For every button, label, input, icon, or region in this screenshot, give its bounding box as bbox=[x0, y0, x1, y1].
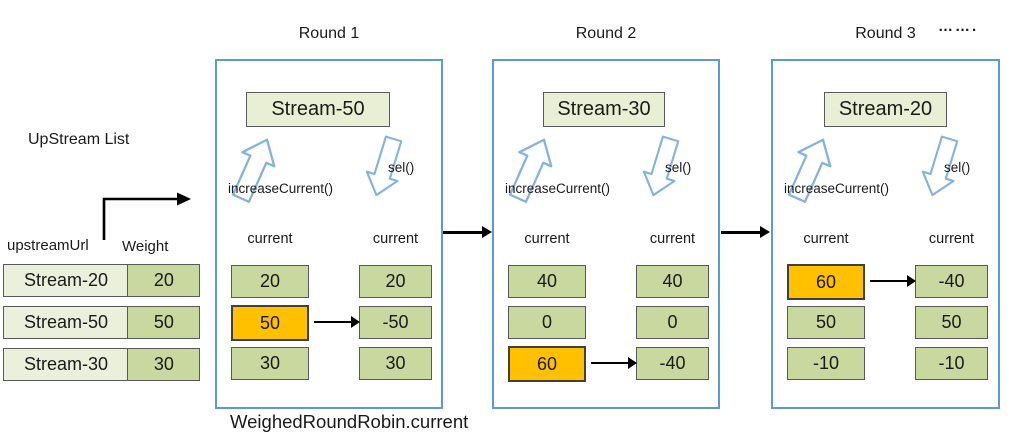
upstream-list-label: UpStream List bbox=[28, 131, 130, 148]
upstream-table-header-url: upstreamUrl bbox=[7, 237, 89, 254]
weight-cell: 50 bbox=[127, 306, 201, 339]
weight-cell: 30 bbox=[127, 348, 201, 381]
upstream-table-header-weight: Weight bbox=[122, 238, 169, 255]
table-row: Stream-20 20 bbox=[3, 264, 201, 297]
selected-stream-box: Stream-30 bbox=[543, 92, 665, 127]
round-box: Stream-20 increaseCurrent() sel() curren… bbox=[771, 59, 1000, 409]
current-after-cell: -40 bbox=[915, 265, 988, 298]
sel-label: sel() bbox=[388, 160, 415, 175]
continuation-ellipsis: ……. bbox=[938, 18, 979, 35]
sel-arrow-icon bbox=[642, 135, 680, 197]
update-arrow-icon bbox=[870, 275, 916, 287]
current-column-label: current bbox=[524, 231, 570, 247]
current-after-cell: 30 bbox=[359, 347, 432, 380]
current-before-cell: 30 bbox=[231, 347, 309, 380]
upstream-table: Stream-20 20 Stream-50 50 Stream-30 30 bbox=[3, 264, 201, 381]
diagram-caption: WeighedRoundRobin.current bbox=[230, 411, 469, 432]
sel-arrow-icon bbox=[921, 135, 959, 197]
round-3-panel: Round 3 Stream-20 increaseCurrent() sel(… bbox=[771, 25, 1000, 409]
sel-label: sel() bbox=[944, 160, 971, 175]
current-after-cell: -10 bbox=[915, 347, 988, 380]
current-before-cell: 40 bbox=[508, 265, 586, 298]
current-before-cell: 20 bbox=[231, 265, 309, 298]
current-after-cell: 20 bbox=[359, 265, 432, 298]
round-title: Round 2 bbox=[575, 25, 637, 42]
table-row: Stream-50 50 bbox=[3, 306, 201, 339]
round2-to-round3-arrow-icon bbox=[721, 226, 770, 237]
current-before-cell: 0 bbox=[508, 306, 586, 339]
current-before-cell-selected: 60 bbox=[508, 346, 586, 382]
upstream-url-cell: Stream-50 bbox=[3, 306, 129, 339]
sel-arrow-icon bbox=[365, 135, 403, 197]
round1-to-round2-arrow-icon bbox=[443, 226, 492, 237]
increase-current-label: increaseCurrent() bbox=[505, 181, 611, 196]
selected-stream-box: Stream-50 bbox=[246, 92, 390, 127]
increase-current-label: increaseCurrent() bbox=[784, 181, 890, 196]
current-column-label: current bbox=[247, 231, 293, 247]
round-2-panel: Round 2 Stream-30 increaseCurrent() sel(… bbox=[492, 25, 720, 409]
round-1-panel: Round 1 Stream-50 increaseCurrent() sel(… bbox=[215, 25, 443, 409]
upstream-url-cell: Stream-20 bbox=[3, 264, 129, 297]
table-row: Stream-30 30 bbox=[3, 348, 201, 381]
selected-stream-box: Stream-20 bbox=[824, 92, 947, 127]
upstream-to-round1-arrow-icon bbox=[102, 192, 191, 240]
current-after-cell: 50 bbox=[915, 306, 988, 339]
current-after-cell: -50 bbox=[359, 306, 432, 339]
update-arrow-icon bbox=[314, 316, 360, 328]
round-title: Round 3 bbox=[855, 25, 916, 42]
update-arrow-icon bbox=[591, 357, 637, 369]
round-box: Stream-30 increaseCurrent() sel() curren… bbox=[492, 59, 720, 409]
weight-cell: 20 bbox=[127, 264, 201, 297]
sel-label: sel() bbox=[665, 160, 692, 175]
increase-current-arrow-icon bbox=[508, 138, 553, 203]
current-after-cell: -40 bbox=[636, 347, 709, 380]
current-before-cell: -10 bbox=[787, 347, 865, 380]
upstream-url-cell: Stream-30 bbox=[3, 348, 129, 381]
current-column-label: current bbox=[928, 231, 975, 247]
current-column-label: current bbox=[372, 231, 419, 247]
current-before-cell: 50 bbox=[787, 306, 865, 339]
current-before-cell-selected: 50 bbox=[231, 305, 309, 341]
round-title: Round 1 bbox=[298, 25, 360, 42]
increase-current-label: increaseCurrent() bbox=[228, 181, 334, 196]
current-before-cell-selected: 60 bbox=[787, 264, 865, 300]
round-box: Stream-50 increaseCurrent() sel() curren… bbox=[215, 59, 443, 409]
increase-current-arrow-icon bbox=[231, 138, 276, 203]
current-column-label: current bbox=[649, 231, 696, 247]
current-column-label: current bbox=[803, 231, 849, 247]
current-after-cell: 0 bbox=[636, 306, 709, 339]
increase-current-arrow-icon bbox=[787, 138, 832, 203]
current-after-cell: 40 bbox=[636, 265, 709, 298]
